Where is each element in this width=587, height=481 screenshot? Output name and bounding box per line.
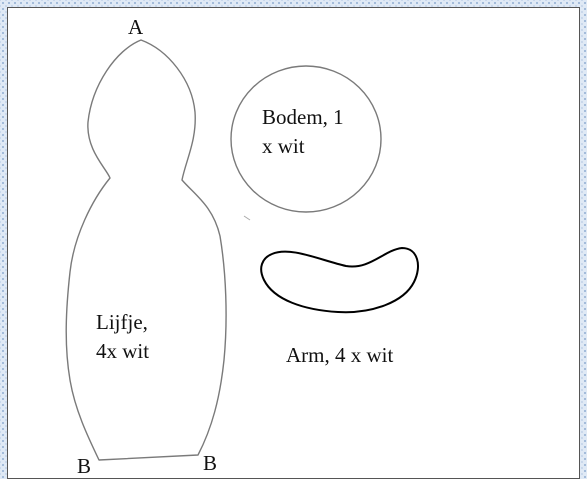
body-pattern-outline xyxy=(65,39,227,461)
bottom-piece-label: Bodem, 1 x wit xyxy=(262,105,344,158)
body-piece-label: Lijfje, 4x wit xyxy=(96,310,150,363)
point-b-right-label: B xyxy=(203,451,218,475)
pattern-sheet xyxy=(7,7,580,479)
arm-pattern-outline xyxy=(260,247,419,314)
point-b-left-label: B xyxy=(77,454,92,478)
arm-piece-label: Arm, 4 x wit xyxy=(286,343,394,367)
point-a-label: A xyxy=(128,15,144,39)
stray-pencil-mark xyxy=(243,215,251,221)
bottom-pattern-circle xyxy=(230,65,382,213)
